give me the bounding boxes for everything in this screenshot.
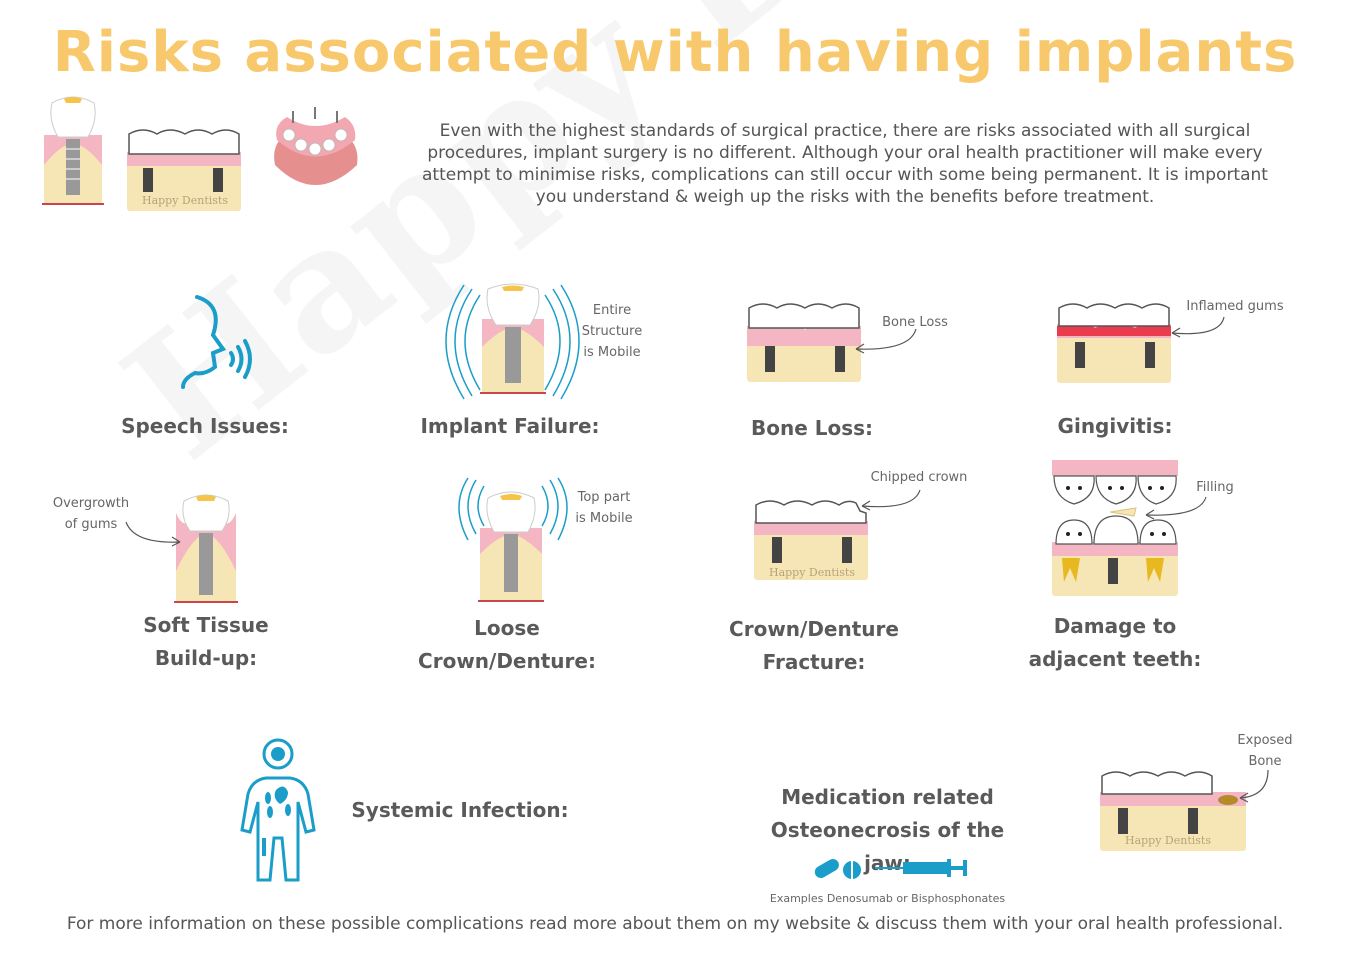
label-line: Soft Tissue xyxy=(143,613,269,637)
single-implant-icon xyxy=(42,96,104,205)
adjacent-teeth-arrow-icon xyxy=(1145,496,1207,520)
note-line: Overgrowth xyxy=(52,496,130,511)
note-line: is Mobile xyxy=(583,345,641,360)
soft-tissue-note: Overgrowth of gums xyxy=(45,493,137,535)
brand-stamp: Happy Dentists xyxy=(142,194,228,207)
exposed-bone-icon: Happy Dentists xyxy=(1100,771,1246,851)
intro-paragraph: Even with the highest standards of surgi… xyxy=(422,121,1268,207)
bone-loss-label: Bone Loss: xyxy=(750,416,874,440)
syringe-icon xyxy=(875,859,967,877)
adjacent-teeth-label: Damage to adjacent teeth: xyxy=(1005,610,1225,676)
gingivitis-icon xyxy=(1057,303,1171,383)
note-line: Top part xyxy=(577,490,631,505)
bridge-implant-icon: Happy Dentists xyxy=(127,129,241,211)
crown-fracture-icon: Happy Dentists xyxy=(754,500,868,580)
adjacent-teeth-note: Filling xyxy=(1196,480,1234,495)
soft-tissue-label: Soft Tissue Build-up: xyxy=(96,609,316,675)
brand-stamp: Happy Dentists xyxy=(769,566,855,579)
label-line: Medication related xyxy=(781,785,994,809)
label-line: Loose xyxy=(474,616,540,640)
pill-icon xyxy=(814,859,861,879)
label-line: Build-up: xyxy=(154,646,258,670)
gingivitis-arrow-icon xyxy=(1171,316,1225,338)
exposed-bone-arrow-icon xyxy=(1239,769,1269,803)
label-line: Crown/Denture: xyxy=(418,649,596,673)
speech-issues-label: Speech Issues: xyxy=(121,414,289,438)
label-line: Crown/Denture xyxy=(729,617,899,641)
adjacent-teeth-icon xyxy=(1052,460,1178,596)
bone-loss-arrow-icon xyxy=(855,328,917,354)
soft-tissue-arrow-icon xyxy=(125,521,181,547)
label-line: adjacent teeth: xyxy=(1028,647,1202,671)
systemic-infection-label: Systemic Infection: xyxy=(351,798,569,822)
speech-icon xyxy=(181,295,252,389)
footer-text: For more information on these possible c… xyxy=(66,914,1284,934)
full-arch-denture-icon xyxy=(274,107,358,185)
bone-loss-note: Bone Loss xyxy=(882,315,948,330)
mronj-label: Medication related Osteonecrosis of the … xyxy=(745,781,1030,880)
brand-stamp: Happy Dentists xyxy=(1125,834,1211,847)
gingivitis-label: Gingivitis: xyxy=(1057,414,1173,438)
implant-failure-icon xyxy=(445,283,580,400)
page-title: Risks associated with having implants xyxy=(52,20,1298,85)
loose-crown-label: Loose Crown/Denture: xyxy=(397,612,617,678)
loose-crown-note: Top part is Mobile xyxy=(566,487,642,529)
note-line: of gums xyxy=(64,517,118,532)
note-line: is Mobile xyxy=(575,511,633,526)
gingivitis-note: Inflamed gums xyxy=(1186,299,1284,314)
soft-tissue-icon xyxy=(174,494,238,603)
label-line: Fracture: xyxy=(762,650,866,674)
crown-fracture-label: Crown/Denture Fracture: xyxy=(704,613,924,679)
body-infection-icon xyxy=(240,738,316,882)
note-line: Structure xyxy=(581,324,643,339)
bone-loss-icon xyxy=(747,303,861,382)
note-line: Exposed xyxy=(1237,733,1293,748)
implant-failure-note: Entire Structure is Mobile xyxy=(570,300,654,363)
implant-failure-label: Implant Failure: xyxy=(420,414,600,438)
label-line: Damage to xyxy=(1053,614,1177,638)
mronj-examples: Examples Denosumab or Bisphosphonates xyxy=(769,892,1006,905)
exposed-bone-note: Exposed Bone xyxy=(1230,730,1300,772)
crown-fracture-arrow-icon xyxy=(861,489,921,511)
crown-fracture-note: Chipped crown xyxy=(870,470,968,485)
loose-crown-icon xyxy=(458,477,568,602)
note-line: Entire xyxy=(592,303,632,318)
note-line: Bone xyxy=(1248,754,1282,769)
